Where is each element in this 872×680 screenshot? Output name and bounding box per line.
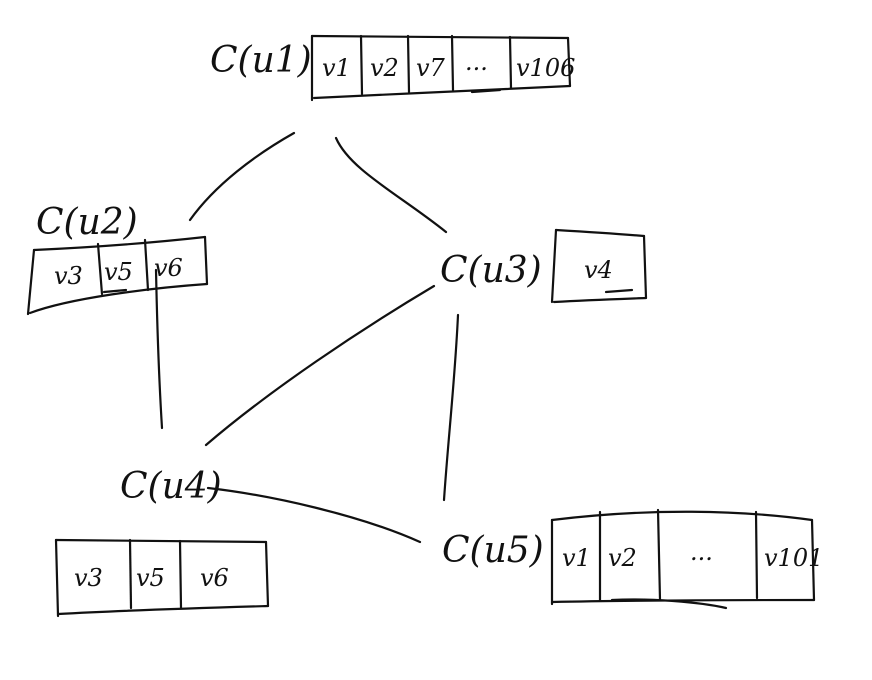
node-u3: C(u3) v4: [440, 228, 648, 304]
node-u5-label: C(u5): [442, 530, 544, 571]
node-u1-label: C(u1): [210, 40, 312, 81]
node-u4-cell-3: v6: [200, 564, 229, 592]
edge-u1-u2: [188, 131, 296, 222]
node-u5-cell-1: v1: [562, 544, 591, 572]
node-u1-cell-1: v1: [322, 54, 351, 82]
node-u4-array: v3 v5 v6: [54, 538, 270, 618]
node-u4-cell-2: v5: [136, 564, 165, 592]
node-u1-cell-2: v2: [370, 54, 399, 82]
node-u5-cell-2: v2: [608, 544, 637, 572]
node-u3-cell-1: v4: [584, 256, 613, 284]
node-u2-cell-2: v5: [104, 258, 133, 286]
node-u3-label: C(u3): [440, 250, 542, 291]
node-u1: C(u1) v1 v2 v7 ... v106: [210, 34, 575, 102]
edge-u2-u4: [154, 268, 164, 430]
node-u2: C(u2) v3 v5 v6: [26, 202, 209, 316]
node-u2-cell-3: v6: [154, 254, 183, 282]
node-u4: C(u4) v3 v5 v6: [54, 466, 270, 618]
node-u5: C(u5) v1 v2 ... v101: [442, 508, 823, 610]
edge-u3-u4: [204, 284, 436, 447]
node-u1-array: v1 v2 v7 ... v106: [310, 34, 575, 102]
node-u5-cell-3: ...: [690, 538, 713, 566]
node-u2-label: C(u2): [36, 202, 138, 243]
node-u1-cell-3: v7: [416, 54, 446, 82]
edge-u4-u5: [206, 486, 422, 544]
node-u4-cell-1: v3: [74, 564, 103, 592]
node-u2-cell-1: v3: [54, 262, 83, 290]
node-u4-label: C(u4): [120, 466, 222, 507]
node-u1-cell-4: ...: [465, 48, 488, 76]
node-u5-cell-4: v101: [764, 544, 823, 572]
node-u1-cell-5: v106: [516, 54, 575, 82]
node-u3-array: v4: [550, 228, 648, 304]
edge-u3-u5: [442, 313, 460, 502]
edge-u1-u3: [334, 136, 448, 234]
node-u5-array: v1 v2 ... v101: [550, 508, 823, 610]
node-u2-array: v3 v5 v6: [26, 235, 209, 316]
